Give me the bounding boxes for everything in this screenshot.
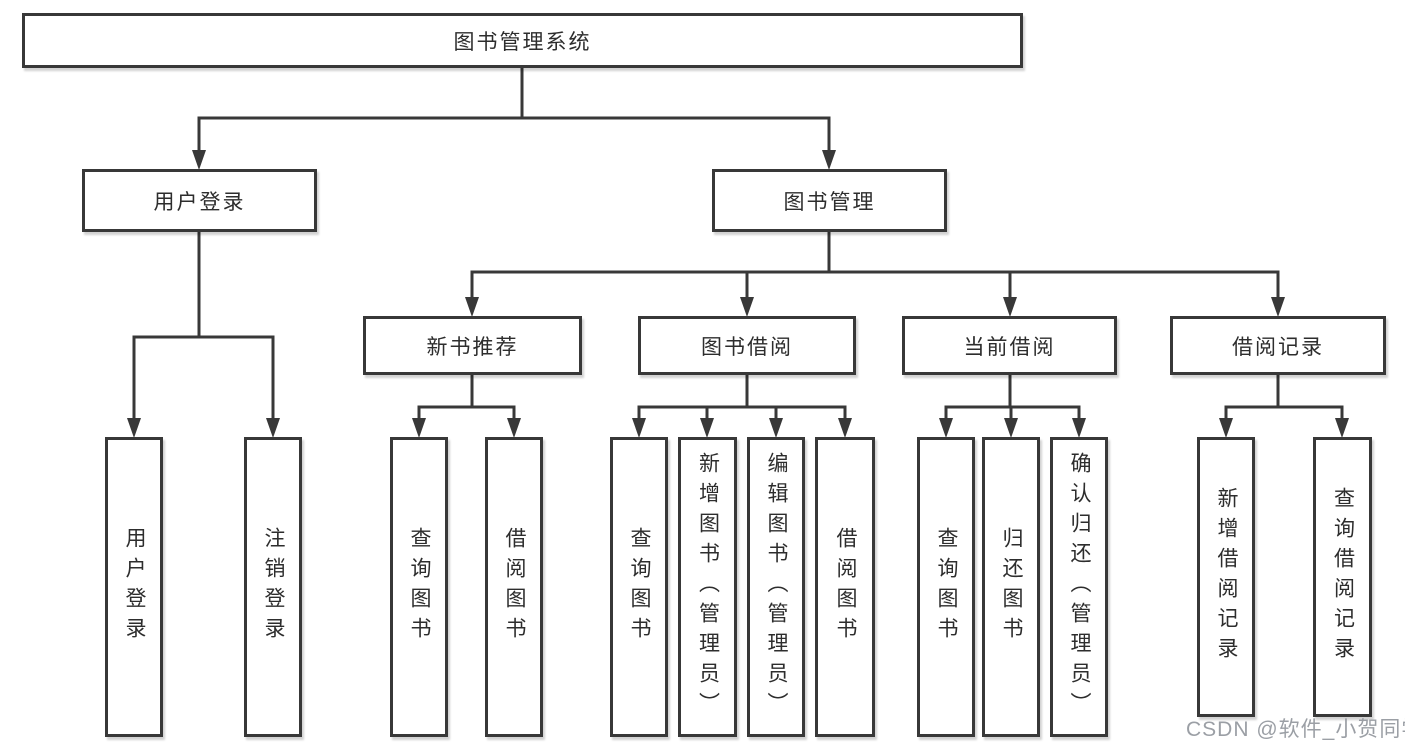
leaf-borrow-book-recommend: 借阅图书	[485, 437, 543, 737]
leaf-query-book-recommend-label: 查询图书	[408, 527, 432, 647]
leaf-query-book-recommend: 查询图书	[390, 437, 448, 737]
leaf-query-book-current-label: 查询图书	[935, 527, 959, 647]
node-new-book-recommend: 新书推荐	[363, 316, 582, 375]
leaf-confirm-return-admin-label: 确认归还（管理员）	[1068, 452, 1092, 722]
leaf-user-login: 用户登录	[105, 437, 163, 737]
leaf-user-login-label: 用户登录	[123, 527, 147, 647]
node-current-borrowing: 当前借阅	[902, 316, 1117, 375]
leaf-add-book-admin-label: 新增图书（管理员）	[696, 452, 720, 722]
node-new-book-recommend-label: 新书推荐	[426, 335, 519, 359]
arrowheads	[127, 150, 1349, 438]
node-user-login: 用户登录	[82, 169, 317, 232]
node-root-system: 图书管理系统	[22, 13, 1023, 68]
node-borrowing-records-label: 借阅记录	[1232, 335, 1324, 359]
leaf-query-book-borrow: 查询图书	[610, 437, 668, 737]
node-book-management: 图书管理	[712, 169, 947, 232]
leaf-borrow-book-label: 借阅图书	[834, 527, 858, 647]
leaf-query-borrow-record-label: 查询借阅记录	[1331, 487, 1355, 667]
node-book-borrowing: 图书借阅	[638, 316, 856, 375]
leaf-return-book: 归还图书	[982, 437, 1040, 737]
node-user-login-label: 用户登录	[153, 190, 246, 214]
leaf-add-borrow-record: 新增借阅记录	[1197, 437, 1255, 717]
leaf-borrow-book: 借阅图书	[815, 437, 875, 737]
leaf-add-book-admin: 新增图书（管理员）	[678, 437, 737, 737]
leaf-query-book-borrow-label: 查询图书	[628, 527, 652, 647]
leaf-edit-book-admin: 编辑图书（管理员）	[747, 437, 805, 737]
leaf-query-book-current: 查询图书	[917, 437, 975, 737]
leaf-return-book-label: 归还图书	[1000, 527, 1024, 647]
node-borrowing-records: 借阅记录	[1170, 316, 1386, 375]
leaf-borrow-book-recommend-label: 借阅图书	[503, 527, 527, 647]
node-current-borrowing-label: 当前借阅	[963, 335, 1056, 359]
node-book-borrowing-label: 图书借阅	[701, 335, 793, 359]
leaf-confirm-return-admin: 确认归还（管理员）	[1050, 437, 1108, 737]
node-book-management-label: 图书管理	[783, 190, 876, 214]
leaf-edit-book-admin-label: 编辑图书（管理员）	[765, 452, 789, 722]
leaf-query-borrow-record: 查询借阅记录	[1313, 437, 1372, 717]
leaf-logout: 注销登录	[244, 437, 302, 737]
leaf-logout-label: 注销登录	[262, 527, 286, 647]
csdn-watermark: CSDN @软件_小贺同学	[1186, 718, 1405, 741]
leaf-add-borrow-record-label: 新增借阅记录	[1215, 487, 1239, 667]
node-root-label: 图书管理系统	[453, 30, 592, 54]
